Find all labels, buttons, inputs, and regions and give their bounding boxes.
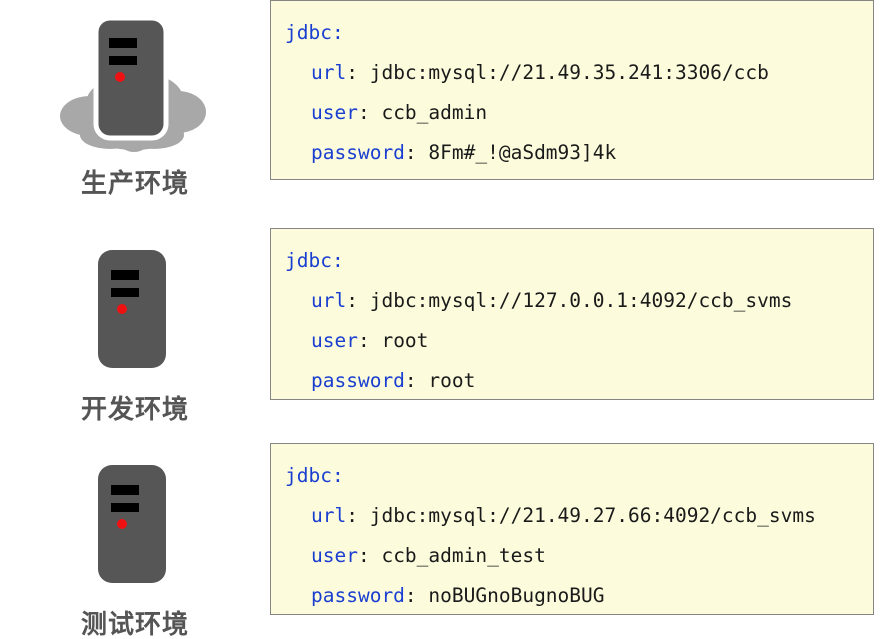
environment-icon-column-test: 测试环境 <box>0 443 270 637</box>
yaml-sep: : <box>357 101 382 124</box>
yaml-sep: : <box>404 369 429 392</box>
environment-icon-column-development: 开发环境 <box>0 228 270 422</box>
server-tower-shape <box>93 15 169 141</box>
config-entry-user: user: ccb_admin_test <box>285 536 873 576</box>
environment-label-development: 开发环境 <box>80 394 189 424</box>
yaml-sep: : <box>346 504 370 527</box>
config-root-key: jdbc: <box>285 456 873 496</box>
yaml-key-user: user <box>311 544 358 567</box>
yaml-sep: : <box>404 584 429 607</box>
environment-icon-column-production: 生产环境 <box>0 0 270 196</box>
yaml-key-jdbc: jdbc: <box>285 21 344 44</box>
yaml-key-url: url <box>311 504 347 527</box>
yaml-value-password: root <box>428 369 476 392</box>
yaml-value-url: jdbc:mysql://127.0.0.1:4092/ccb_svms <box>369 289 793 312</box>
yaml-sep: : <box>346 61 370 84</box>
server-icon <box>50 245 220 380</box>
yaml-value-url: jdbc:mysql://21.49.35.241:3306/ccb <box>369 61 769 84</box>
yaml-key-user: user <box>311 101 358 124</box>
environment-label-production: 生产环境 <box>80 168 189 198</box>
yaml-key-password: password <box>311 584 405 607</box>
server-tower-shape <box>98 465 166 583</box>
config-entry-user: user: ccb_admin <box>285 93 873 133</box>
environment-row-production: 生产环境 jdbc: url: jdbc:mysql://21.49.35.24… <box>0 0 888 210</box>
yaml-key-password: password <box>311 141 405 164</box>
yaml-key-url: url <box>311 61 347 84</box>
config-entry-password: password: noBUGnoBugnoBUG <box>285 576 873 616</box>
config-entry-password: password: 8Fm#_!@aSdm93]4k <box>285 133 873 173</box>
environment-label-test: 测试环境 <box>80 609 189 639</box>
yaml-key-user: user <box>311 329 358 352</box>
config-entry-password: password: root <box>285 361 873 401</box>
yaml-sep: : <box>357 329 382 352</box>
config-root-key: jdbc: <box>285 13 873 53</box>
yaml-value-password: noBUGnoBugnoBUG <box>428 584 605 607</box>
yaml-value-password: 8Fm#_!@aSdm93]4k <box>428 141 617 164</box>
environment-row-test: 测试环境 jdbc: url: jdbc:mysql://21.49.27.66… <box>0 443 888 637</box>
config-root-key: jdbc: <box>285 241 873 281</box>
yaml-key-url: url <box>311 289 347 312</box>
config-entry-url: url: jdbc:mysql://21.49.27.66:4092/ccb_s… <box>285 496 873 536</box>
yaml-value-url: jdbc:mysql://21.49.27.66:4092/ccb_svms <box>369 504 816 527</box>
environment-row-development: 开发环境 jdbc: url: jdbc:mysql://127.0.0.1:4… <box>0 228 888 428</box>
server-with-cloud-icon <box>50 4 220 164</box>
config-panel-test: jdbc: url: jdbc:mysql://21.49.27.66:4092… <box>270 443 874 615</box>
yaml-key-jdbc: jdbc: <box>285 464 344 487</box>
config-entry-url: url: jdbc:mysql://21.49.35.241:3306/ccb <box>285 53 873 93</box>
config-panel-development: jdbc: url: jdbc:mysql://127.0.0.1:4092/c… <box>270 228 874 400</box>
yaml-value-user: ccb_admin <box>381 101 488 124</box>
yaml-value-user: root <box>381 329 429 352</box>
yaml-sep: : <box>346 289 370 312</box>
yaml-key-jdbc: jdbc: <box>285 249 344 272</box>
yaml-sep: : <box>404 141 429 164</box>
yaml-sep: : <box>357 544 382 567</box>
config-panel-production: jdbc: url: jdbc:mysql://21.49.35.241:330… <box>270 0 874 180</box>
config-entry-user: user: root <box>285 321 873 361</box>
yaml-key-password: password <box>311 369 405 392</box>
config-entry-url: url: jdbc:mysql://127.0.0.1:4092/ccb_svm… <box>285 281 873 321</box>
yaml-value-user: ccb_admin_test <box>381 544 546 567</box>
server-tower-shape <box>98 250 166 368</box>
server-icon <box>50 460 220 595</box>
